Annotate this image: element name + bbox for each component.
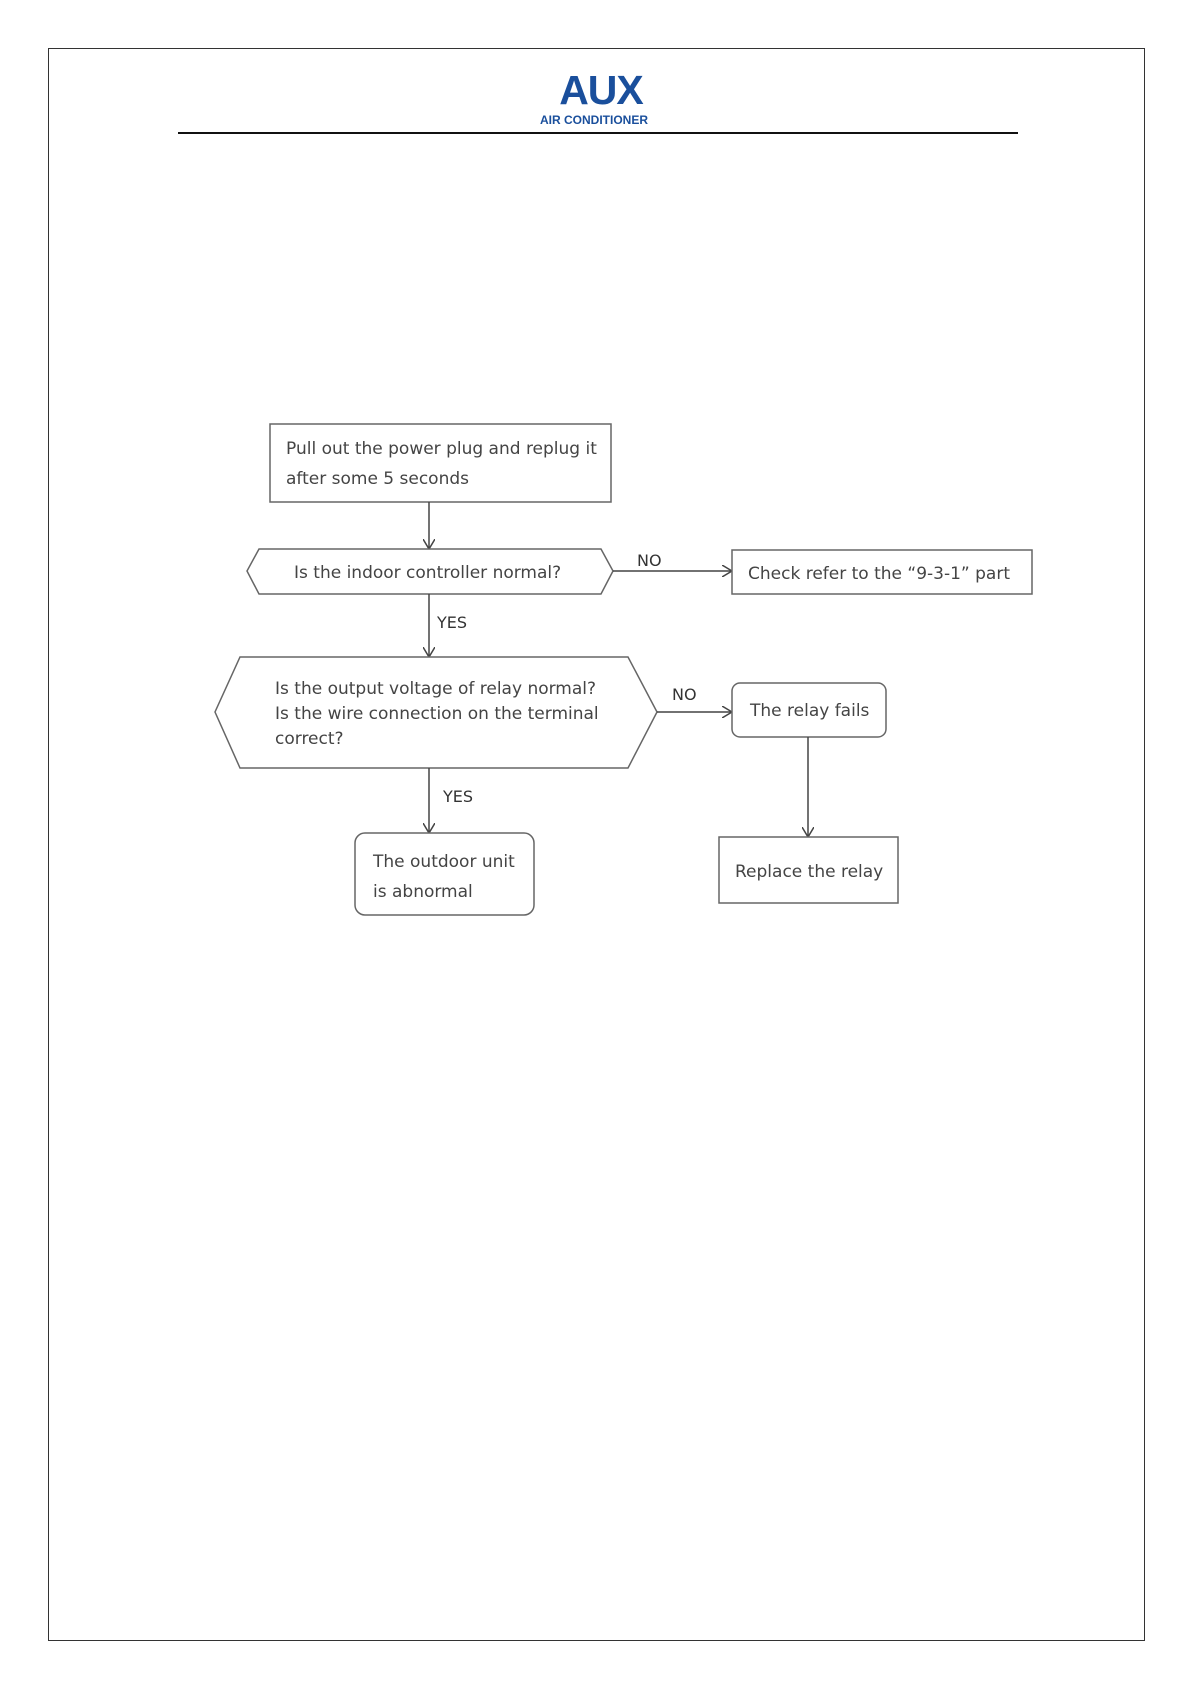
replace-relay-text: Replace the relay (735, 862, 883, 882)
decision1-border (246, 548, 614, 595)
page-border (48, 48, 1145, 1641)
check-refer-text: Check refer to the “9-3-1” part (748, 564, 1010, 584)
decision2-line1: Is the output voltage of relay normal? (275, 679, 596, 699)
outdoor-abnormal-border (354, 832, 535, 916)
outdoor-abnormal-box: The outdoor unit is abnormal (354, 832, 535, 916)
aux-logo: AUX AIR CONDITIONER (538, 70, 664, 132)
decision2-border (214, 656, 658, 769)
outdoor-abnormal-line1: The outdoor unit (372, 852, 515, 872)
relay-fails-box: The relay fails (731, 682, 887, 738)
decision2-line2: Is the wire connection on the terminal (275, 704, 599, 724)
check-refer-border (731, 549, 1033, 595)
decision1-text: Is the indoor controller normal? (294, 563, 561, 583)
outdoor-abnormal-line2: is abnormal (373, 882, 473, 902)
decision2-line3: correct? (275, 729, 344, 749)
start-step-border (269, 423, 612, 503)
decision1-no-label: NO (637, 551, 662, 570)
replace-relay-box: Replace the relay (718, 836, 899, 904)
decision2-no-label: NO (672, 685, 697, 704)
logo-wordmark: AUX (559, 67, 644, 113)
decision1-yes-label: YES (436, 613, 467, 632)
logo-tagline: AIR CONDITIONER (540, 113, 648, 127)
decision2-yes-label: YES (442, 787, 473, 806)
start-step-line2: after some 5 seconds (286, 469, 469, 489)
replace-relay-border (718, 836, 899, 904)
decision2-shape: Is the output voltage of relay normal? I… (214, 656, 658, 769)
relay-fails-border (731, 682, 887, 738)
header-divider (178, 132, 1018, 134)
start-step-box: Pull out the power plug and replug it af… (269, 423, 612, 503)
relay-fails-text: The relay fails (749, 701, 870, 721)
decision1-shape: Is the indoor controller normal? (246, 548, 614, 595)
start-step-line1: Pull out the power plug and replug it (286, 439, 597, 459)
check-refer-box: Check refer to the “9-3-1” part (731, 549, 1033, 595)
